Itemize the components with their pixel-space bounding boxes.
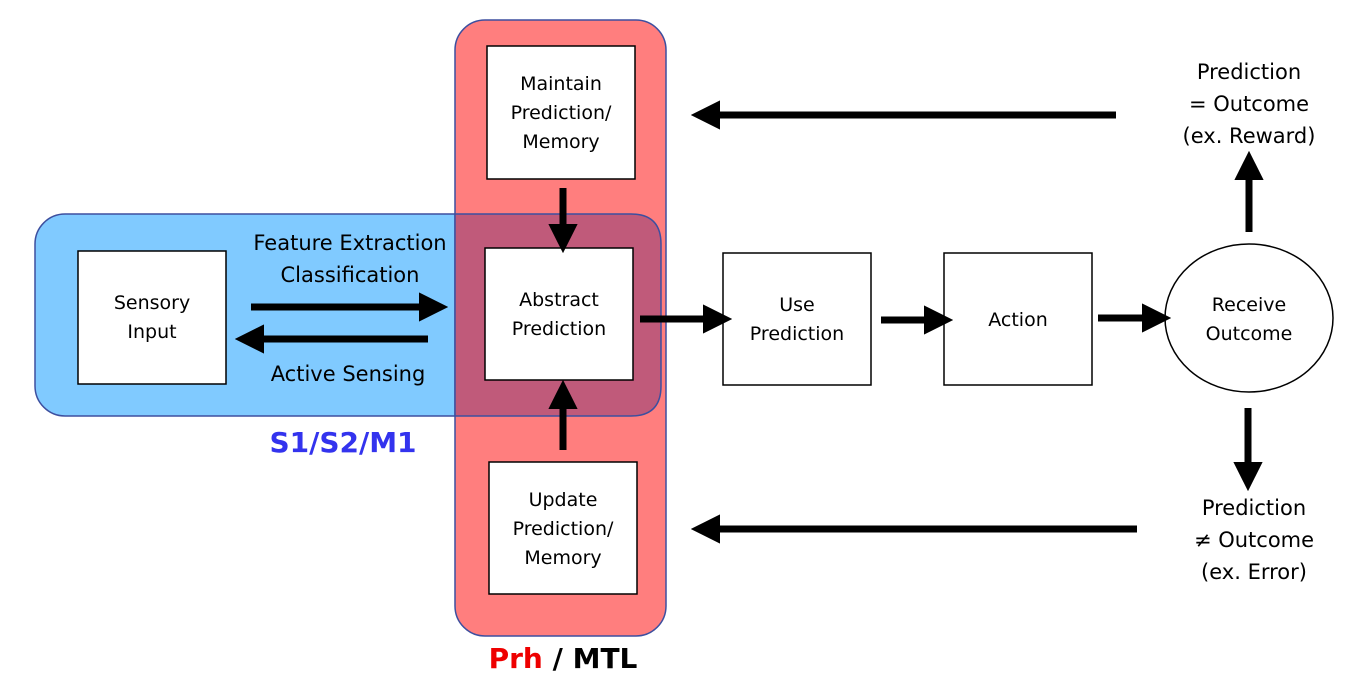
prediction-equals-outcome-label: Prediction = Outcome (ex. Reward) [1154,56,1344,152]
feature-extraction-label: Feature Extraction Classification [235,227,465,291]
match-line-3: (ex. Reward) [1182,124,1316,148]
prh-title: Prh [488,642,543,675]
title-separator: / [552,642,563,675]
mtl-title: MTL [572,642,638,675]
abstract-prediction-label: Abstract Prediction [485,286,633,344]
active-sensing-label: Active Sensing [270,362,426,386]
use-prediction-line-1: Use [779,294,815,316]
match-line-2: = Outcome [1188,92,1310,116]
update-line-3: Memory [524,547,602,569]
update-line-2: Prediction/ [512,518,614,540]
action-label: Action [944,306,1092,335]
update-line-1: Update [528,489,598,511]
sensory-input-label: Sensory Input [78,289,226,347]
feature-extraction-line-2: Classification [280,263,420,287]
receive-outcome-line-2: Outcome [1205,323,1293,345]
use-prediction-label: Use Prediction [723,291,871,349]
receive-outcome-line-1: Receive [1211,294,1287,316]
sensory-input-line-2: Input [127,321,177,343]
match-line-1: Prediction [1196,60,1302,84]
maintain-line-3: Memory [522,131,600,153]
update-prediction-box [488,461,638,595]
use-prediction-line-2: Prediction [749,323,845,345]
use-prediction-box [722,252,872,386]
mismatch-line-2: ≠ Outcome [1193,528,1315,552]
sensory-input-box [77,250,227,385]
prh-mtl-title: Prh / MTL [453,642,673,675]
mismatch-line-1: Prediction [1201,496,1307,520]
sensory-input-line-1: Sensory [113,292,191,314]
maintain-line-2: Prediction/ [510,102,612,124]
prediction-not-equal-outcome-label: Prediction ≠ Outcome (ex. Error) [1159,492,1349,588]
update-prediction-label: Update Prediction/ Memory [489,486,637,573]
receive-outcome-label: Receive Outcome [1165,291,1333,349]
maintain-prediction-box [486,45,636,180]
mismatch-line-3: (ex. Error) [1201,560,1307,584]
abstract-prediction-box [484,247,634,381]
maintain-prediction-label: Maintain Prediction/ Memory [487,70,635,157]
abstract-line-2: Prediction [511,318,607,340]
maintain-line-1: Maintain [520,73,602,95]
abstract-line-1: Abstract [519,289,599,311]
feature-extraction-line-1: Feature Extraction [253,231,447,255]
action-line-1: Action [988,309,1048,331]
s1-s2-m1-title: S1/S2/M1 [269,426,417,459]
